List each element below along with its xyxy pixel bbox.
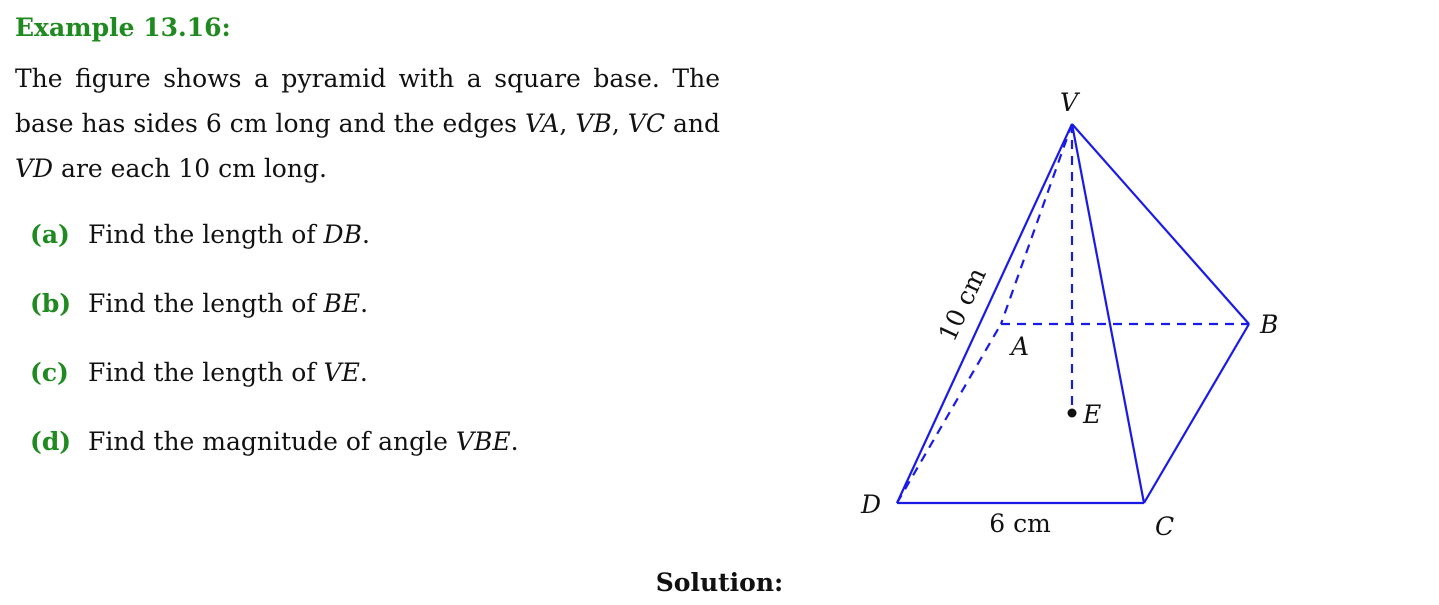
part-end: . (359, 358, 368, 387)
part-end: . (361, 220, 370, 249)
part-label: (c) (30, 358, 69, 387)
part-text: Find the length of (88, 289, 324, 318)
vertex-label-b: B (1259, 310, 1278, 339)
part-math: DB (323, 220, 362, 249)
edge-vc: VC (627, 109, 665, 138)
problem-statement: The figure shows a pyramid with a square… (15, 56, 720, 191)
edge-vb (1071, 123, 1250, 325)
part-math: BE (323, 289, 361, 318)
question-part-c: (c) Find the length of VE. (30, 350, 730, 419)
problem-text-2: , (559, 109, 576, 138)
edge-vd (896, 123, 1073, 504)
edge-vd: VD (15, 154, 54, 183)
question-part-b: (b) Find the length of BE. (30, 281, 730, 350)
edge-va-hidden (999, 123, 1074, 325)
vertex-label-v: V (1060, 88, 1081, 117)
base-length-label: 6 cm (989, 509, 1051, 538)
problem-text-4: and (664, 109, 720, 138)
part-text: Find the length of (88, 220, 324, 249)
example-title: Example 13.16: (15, 13, 231, 42)
edge-length-label: 10 cm (933, 263, 992, 346)
vertex-label-e: E (1082, 400, 1101, 429)
part-label: (d) (30, 427, 72, 456)
question-parts: (a) Find the length of DB. (b) Find the le… (30, 212, 730, 488)
part-end: . (510, 427, 519, 456)
problem-text-3: , (611, 109, 628, 138)
point-e (1067, 408, 1077, 418)
edge-cb (1143, 323, 1250, 504)
edge-vb: VB (575, 109, 612, 138)
part-text: Find the length of (88, 358, 324, 387)
question-part-d: (d) Find the magnitude of angle VBE. (30, 419, 730, 488)
problem-text-5: are each 10 cm long. (53, 154, 327, 183)
problem-text-1: The figure shows a pyramid with a square… (15, 64, 720, 138)
vertex-label-a: A (1009, 332, 1029, 361)
part-end: . (360, 289, 369, 318)
part-math: VE (323, 358, 360, 387)
part-text: Find the magnitude of angle (88, 427, 456, 456)
part-label: (b) (30, 289, 72, 318)
part-math: VBE (455, 427, 511, 456)
edge-va: VA (525, 109, 560, 138)
question-part-a: (a) Find the length of DB. (30, 212, 730, 281)
solution-heading: Solution: (655, 568, 784, 597)
part-label: (a) (30, 220, 70, 249)
edge-vc (1070, 123, 1146, 504)
edge-da-hidden (896, 323, 1002, 504)
vertex-label-d: D (860, 490, 881, 519)
vertex-label-c: C (1155, 512, 1174, 541)
